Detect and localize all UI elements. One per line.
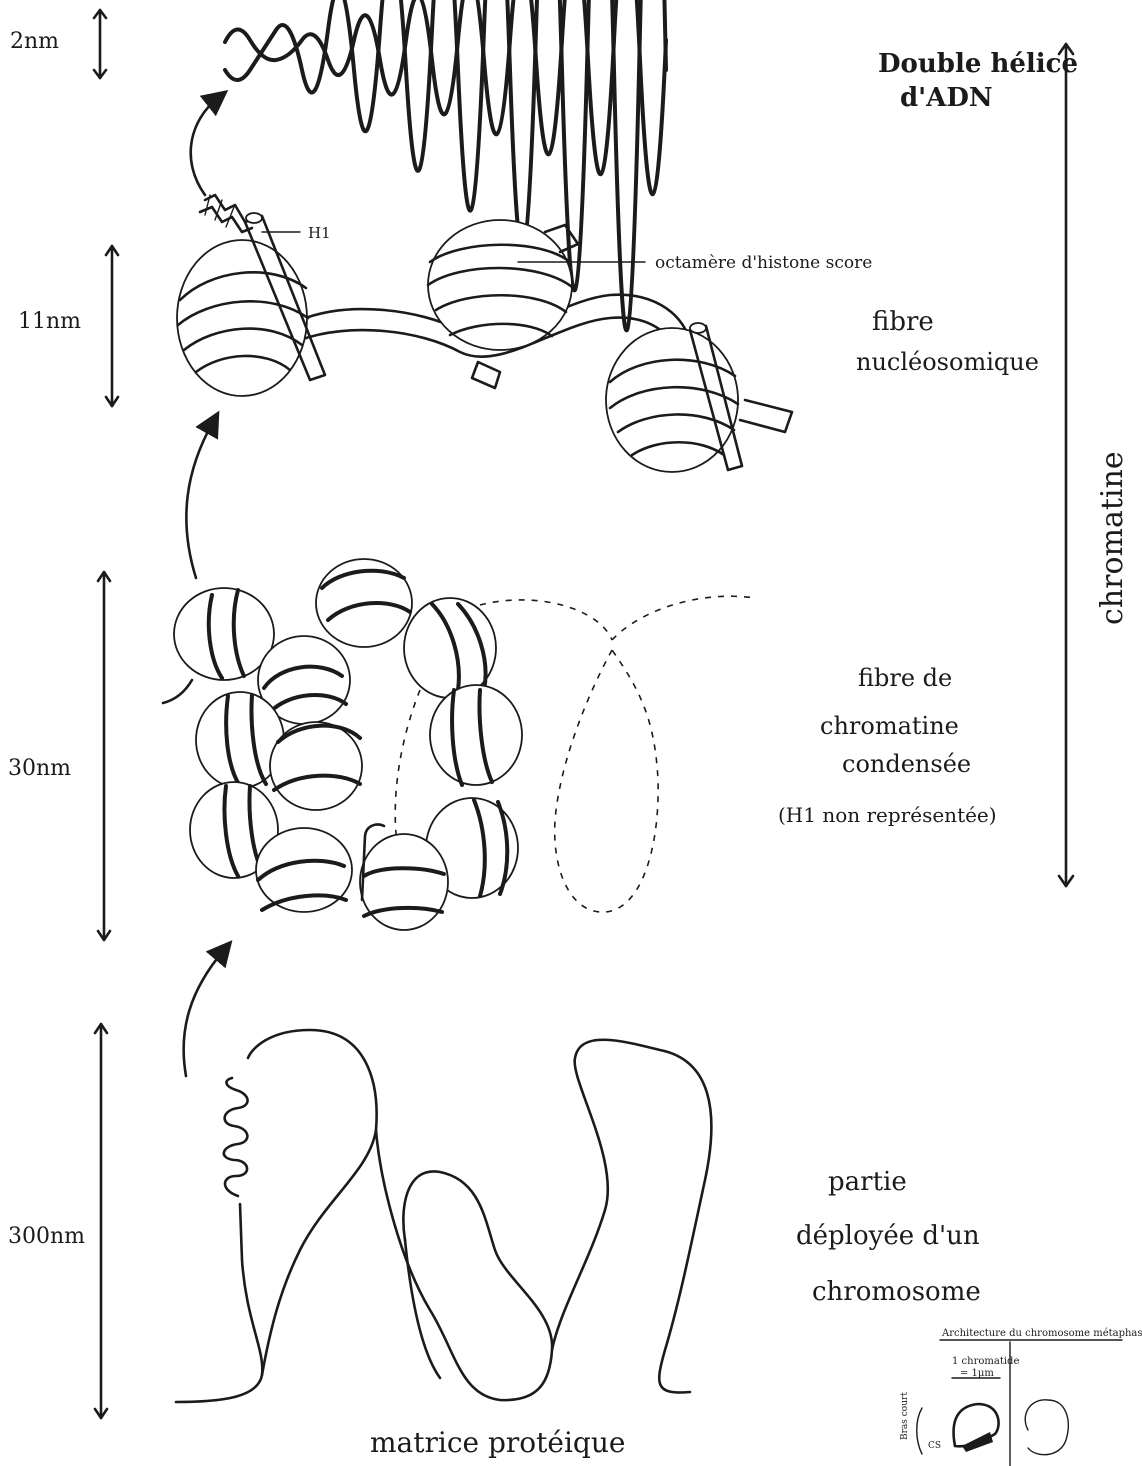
- scale-label-11nm: 11nm: [18, 309, 81, 334]
- metaphase-chromosome-inset: [917, 1340, 1122, 1466]
- label-deployed-1: partie: [828, 1167, 907, 1197]
- label-matrix: matrice protéique: [370, 1426, 625, 1459]
- label-condensed-1: fibre de: [858, 664, 952, 692]
- nucleosome-fiber: [177, 195, 792, 472]
- arrow-to-condensed: [184, 950, 224, 1076]
- label-condensed-4: (H1 non représentée): [778, 803, 997, 827]
- label-condensed-3: condensée: [842, 750, 971, 778]
- label-nucleosome-fiber-2: nucléosomique: [856, 348, 1039, 376]
- scale-label-2nm: 2nm: [10, 29, 59, 54]
- chromatin-range-label: chromatine: [1095, 451, 1130, 625]
- condensed-fiber: [163, 559, 755, 930]
- label-dna: d'ADN: [900, 83, 993, 113]
- scale-bar-30nm: [98, 572, 110, 940]
- label-nucleosome-fiber-1: fibre: [872, 307, 934, 337]
- chromatin-loops: [176, 1030, 711, 1402]
- label-deployed-2: déployée d'un: [796, 1221, 980, 1251]
- label-h1: H1: [308, 224, 331, 242]
- chromatin-range-arrow: [1059, 44, 1073, 886]
- arrow-to-helix: [191, 98, 218, 195]
- label-octamer: octamère d'histone score: [655, 253, 872, 273]
- scale-label-30nm: 30nm: [8, 756, 71, 781]
- arrow-to-nucleosome: [186, 422, 213, 578]
- inset-chromatid-size: = 1µm: [960, 1368, 994, 1379]
- scale-bar-300nm: [95, 1024, 107, 1418]
- label-deployed-3: chromosome: [812, 1277, 981, 1307]
- scale-bar-11nm: [106, 246, 118, 406]
- label-condensed-2: chromatine: [820, 712, 959, 740]
- inset-centromere: CS: [928, 1441, 941, 1451]
- label-double-helix: Double hélice: [878, 49, 1078, 79]
- inset-chromatid: 1 chromatide: [952, 1356, 1019, 1367]
- inset-arm: Bras court: [900, 1392, 910, 1440]
- scale-label-300nm: 300nm: [8, 1224, 85, 1249]
- scale-bar-2nm: [94, 10, 106, 78]
- inset-title: Architecture du chromosome métaphasique: [941, 1328, 1142, 1339]
